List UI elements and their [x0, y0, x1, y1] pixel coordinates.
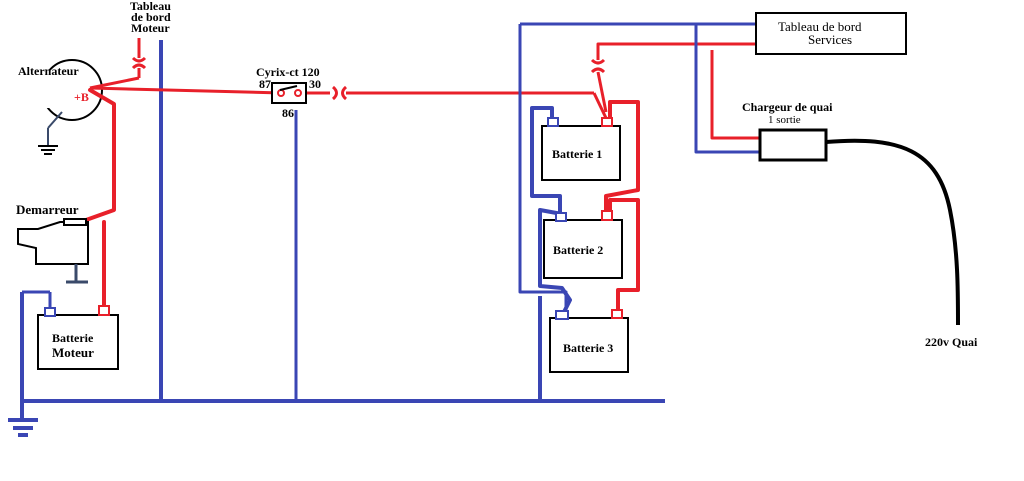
battery-3-label: Batterie 3: [563, 341, 613, 355]
relay-label: Cyrix-ct 120: [256, 65, 320, 79]
battery-3: [549, 309, 629, 373]
chargeur-label-1: Chargeur de quai: [742, 100, 833, 114]
battery-moteur-label-2: Moteur: [52, 345, 94, 360]
tableau-services: [755, 12, 907, 55]
chargeur-label-2: 1 sortie: [768, 114, 801, 126]
service-negative-wiring: [518, 22, 760, 401]
chargeur: [758, 128, 960, 326]
relay-pin-30: 30: [309, 77, 321, 91]
battery-moteur: [37, 305, 119, 370]
battery-2-label: Batterie 2: [553, 243, 603, 257]
fuse-moteur: [89, 38, 147, 90]
relay-pin-86: 86: [282, 106, 294, 120]
quai-label: 220v Quai: [925, 335, 978, 349]
alternator: [38, 59, 103, 155]
starter: [17, 218, 89, 284]
tableau-services-label-2: Services: [808, 32, 852, 47]
battery-moteur-label-1: Batterie: [52, 331, 94, 345]
relay-pin-87: 87: [259, 77, 271, 91]
battery-2: [543, 210, 623, 279]
tableau-moteur-label-3: Moteur: [131, 21, 170, 35]
positive-wiring: [84, 42, 760, 314]
battery-1-label: Batterie 1: [552, 147, 602, 161]
tableau-services-label-1: Tableau de bord: [778, 19, 862, 34]
alternator-terminal-label: +B: [74, 90, 89, 104]
tableau-moteur-label-2: de bord: [131, 10, 171, 24]
battery-1: [541, 117, 621, 181]
negative-bus: [20, 40, 665, 418]
ground-symbol-chassis: [8, 418, 38, 437]
tableau-moteur-label-1: Tableau: [130, 0, 171, 13]
relay-box: [271, 82, 307, 104]
alternator-label: Alternateur: [18, 64, 79, 78]
starter-label: Demarreur: [16, 202, 79, 217]
